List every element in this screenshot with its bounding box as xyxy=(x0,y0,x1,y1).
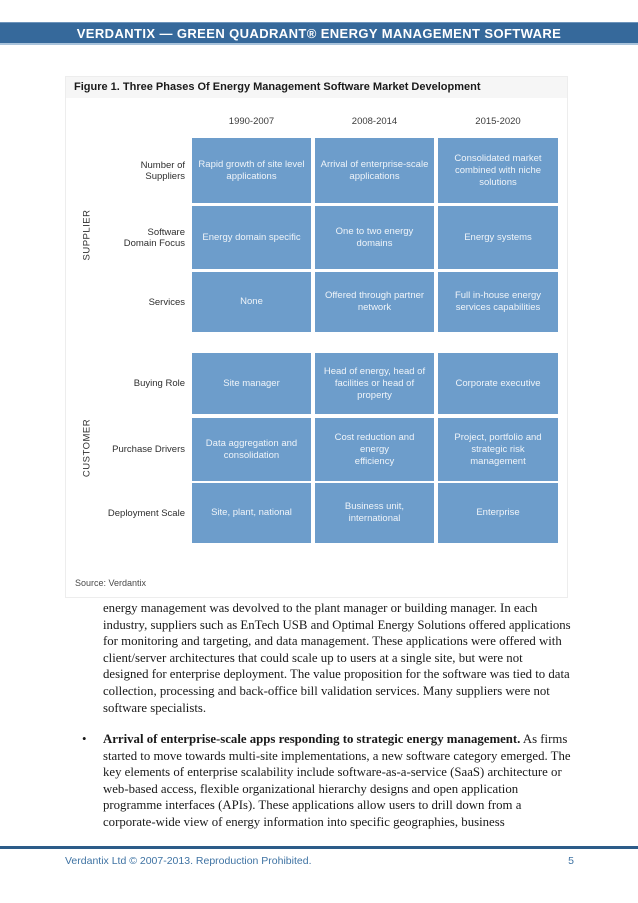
table-row-services: Services None Offered through partner ne… xyxy=(66,272,567,332)
page-number: 5 xyxy=(568,855,574,867)
table-cell: Energy domain specific xyxy=(192,206,311,269)
figure-1: Figure 1. Three Phases Of Energy Managem… xyxy=(65,76,568,598)
table-cell: Head of energy, head of facilities or he… xyxy=(315,353,434,414)
column-header-phase-3: 2015-2020 xyxy=(475,116,521,127)
bullet-lead-bold: Arrival of enterprise-scale apps respond… xyxy=(103,732,521,746)
table-cell: Data aggregation and consolidation xyxy=(192,418,311,481)
table-row-purchase-drivers: Purchase Drivers Data aggregation and co… xyxy=(66,418,567,481)
table-cell: Consolidated market combined with niche … xyxy=(438,138,558,203)
table-cell: Project, portfolio and strategic risk ma… xyxy=(438,418,558,481)
table-cell: Full in-house energy services capabiliti… xyxy=(438,272,558,332)
table-cell: Rapid growth of site level applications xyxy=(192,138,311,203)
table-row-deployment-scale: Deployment Scale Site, plant, national B… xyxy=(66,483,567,543)
bullet-body-text: As firms started to move towards multi-s… xyxy=(103,732,571,829)
table-cell: Arrival of enterprise-scale applications xyxy=(315,138,434,203)
row-label: Software Domain Focus xyxy=(123,226,185,249)
column-header-phase-2: 2008-2014 xyxy=(351,116,398,127)
table-row-buying-role: Buying Role Site manager Head of energy,… xyxy=(66,353,567,414)
table-cell: Business unit, international xyxy=(315,483,434,543)
row-label: Number of Suppliers xyxy=(140,159,185,182)
figure-source: Source: Verdantix xyxy=(75,578,147,588)
row-label: Purchase Drivers xyxy=(112,444,185,455)
report-title: VERDANTIX — GREEN QUADRANT® ENERGY MANAG… xyxy=(76,25,562,41)
bullet-marker: • xyxy=(82,732,87,746)
table-cell: Enterprise xyxy=(438,483,558,543)
footer-copyright: Verdantix Ltd © 2007-2013. Reproduction … xyxy=(65,855,312,867)
row-label: Services xyxy=(148,296,185,308)
table-row-number-of-suppliers: Number of Suppliers Rapid growth of site… xyxy=(66,138,567,203)
table-cell: Corporate executive xyxy=(438,353,558,414)
table-cell: Site, plant, national xyxy=(192,483,311,543)
figure-title: Figure 1. Three Phases Of Energy Managem… xyxy=(66,77,567,98)
bullet-paragraph: Arrival of enterprise-scale apps respond… xyxy=(103,731,571,831)
table-row-software-domain-focus: Software Domain Focus Energy domain spec… xyxy=(66,206,567,269)
footer-rule xyxy=(0,846,638,849)
row-label: Buying Role xyxy=(133,378,185,389)
table-cell: Energy systems xyxy=(438,206,558,269)
column-header-phase-1: 1990-2007 xyxy=(228,116,275,127)
table-cell: One to two energy domains xyxy=(315,206,434,269)
table-cell: Cost reduction and energy efficiency xyxy=(315,418,434,481)
body-paragraph: energy management was devolved to the pl… xyxy=(103,601,571,715)
row-label: Deployment Scale xyxy=(107,507,185,519)
table-cell: Site manager xyxy=(192,353,311,414)
table-cell: Offered through partner network xyxy=(315,272,434,332)
table-cell: None xyxy=(192,272,311,332)
report-header-bar: VERDANTIX — GREEN QUADRANT® ENERGY MANAG… xyxy=(0,22,638,45)
